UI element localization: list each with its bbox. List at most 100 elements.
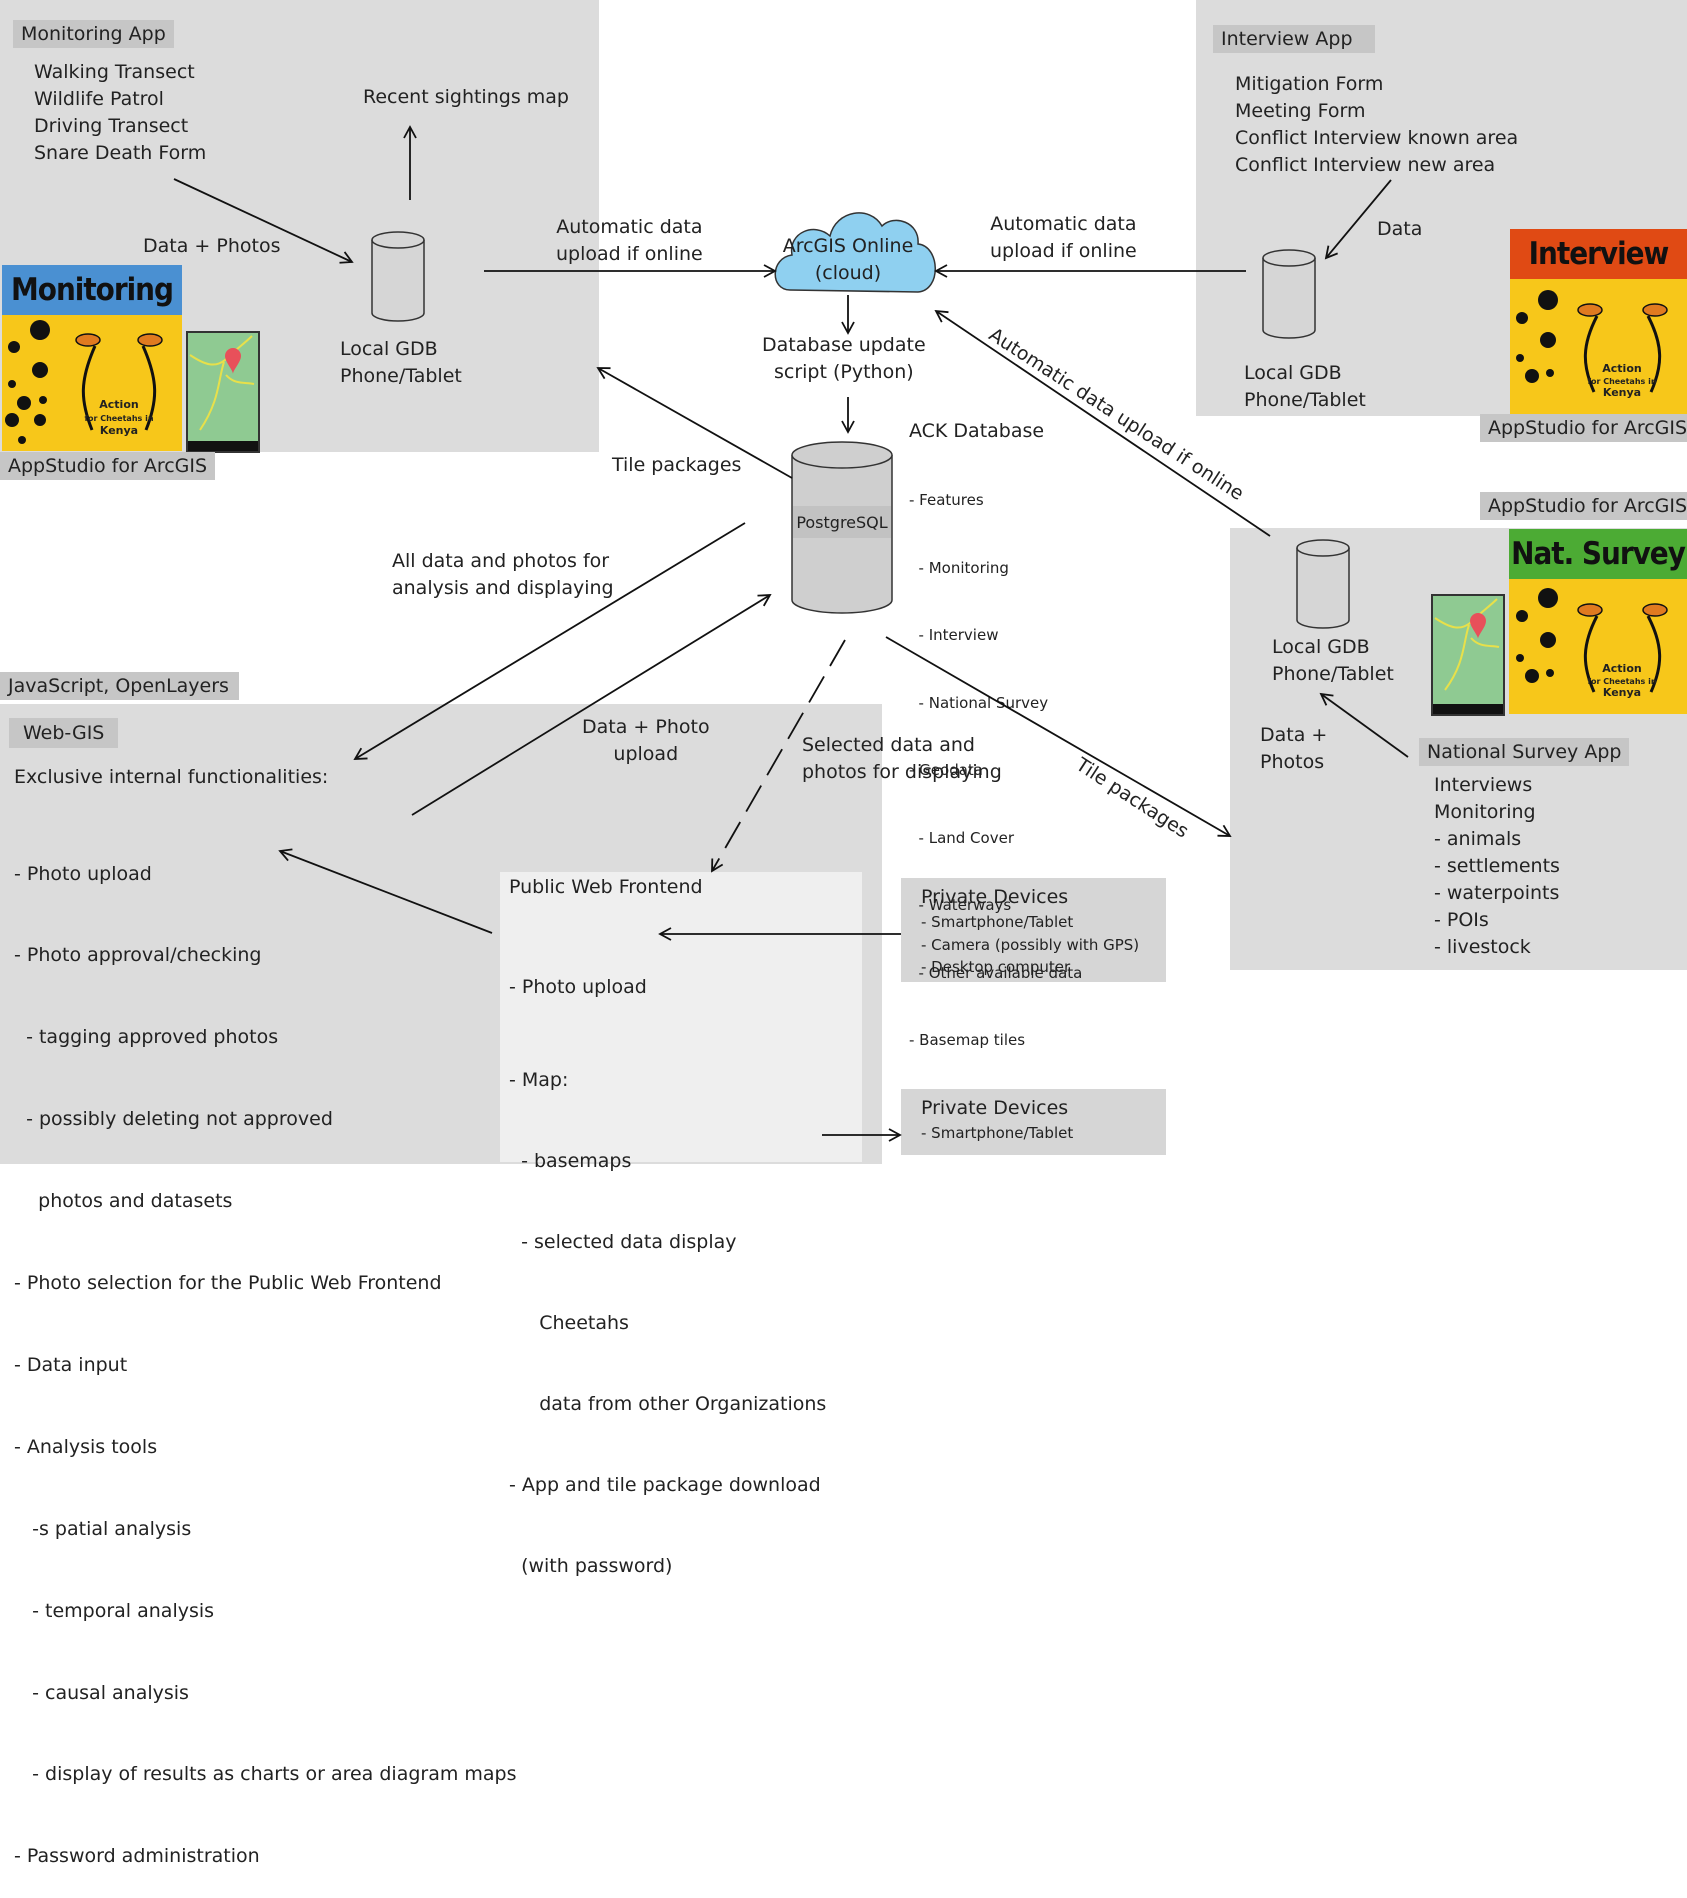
interview-app-tag: Interview App — [1213, 25, 1375, 53]
survey-item: Monitoring — [1434, 801, 1536, 823]
public-web-frontend-box — [500, 872, 862, 1162]
device-item: - Camera (possibly with GPS) — [921, 935, 1140, 954]
feature-item: - causal analysis — [14, 1681, 189, 1704]
monitoring-gdb-label: Local GDB Phone/Tablet — [340, 336, 462, 390]
frontend-title: Public Web Frontend — [509, 876, 703, 898]
logo-band: Monitoring — [2, 265, 182, 315]
survey-item: - settlements — [1434, 855, 1560, 877]
feature-item: -s patial analysis — [14, 1517, 192, 1540]
label-line: upload if online — [556, 243, 703, 265]
device-item: - Smartphone/Tablet — [921, 1124, 1074, 1142]
label-line: All data and photos for — [392, 550, 610, 572]
feature-item: - Password administration — [14, 1845, 260, 1868]
db-item: - Waterways — [909, 896, 1012, 914]
gdb-line: Local GDB — [340, 338, 438, 360]
label-line: Photos — [1260, 751, 1325, 773]
web-gis-tag: Web-GIS — [9, 718, 119, 748]
form-item: Wildlife Patrol — [34, 88, 164, 110]
cheetah-face-icon — [1510, 279, 1687, 416]
survey-item: - livestock — [1434, 936, 1531, 958]
private-devices-box-2 — [901, 1089, 1166, 1155]
map-phone-icon — [1431, 594, 1505, 716]
device-item: - Smartphone/Tablet — [921, 913, 1074, 931]
ack-database-title: ACK Database — [909, 420, 1045, 442]
survey-item: - animals — [1434, 828, 1522, 850]
gdb-line: Phone/Tablet — [1272, 663, 1394, 685]
selected-data-label: Selected data and photos for displaying — [802, 732, 1002, 786]
web-gis-heading: Exclusive internal functionalities: — [14, 766, 329, 788]
postgresql-label: PostgreSQL — [796, 513, 887, 532]
feature-item: - tagging approved photos — [14, 1026, 279, 1049]
feature-item: photos and datasets — [14, 1190, 233, 1213]
feature-item: - display of results as charts or area d… — [14, 1763, 517, 1786]
label-line: Database update — [762, 334, 926, 356]
logo-band: Nat. Survey — [1509, 529, 1687, 579]
survey-item: Interviews — [1434, 774, 1533, 796]
frontend-item: - Photo upload — [509, 976, 647, 998]
form-item: Mitigation Form — [1235, 73, 1384, 95]
frontend-item: - basemaps — [509, 1150, 632, 1172]
tech-stack-tag: JavaScript, OpenLayers — [0, 672, 239, 700]
data-photos-label: Data + Photos — [143, 235, 281, 257]
cheetah-face-icon — [1509, 579, 1687, 714]
tile-packages-right-label: Tile packages — [1071, 753, 1193, 843]
interview-forms-list: Mitigation Form Meeting Form Conflict In… — [1235, 71, 1518, 179]
interview-app-logo: Interview — [1510, 229, 1687, 416]
frontend-item: (with password) — [509, 1555, 673, 1577]
feature-item: - Photo approval/checking — [14, 944, 262, 967]
label-line: Automatic data — [990, 213, 1137, 235]
survey-items-list: Interviews Monitoring - animals - settle… — [1434, 772, 1560, 961]
db-item: - National Survey — [909, 693, 1049, 712]
form-item: Conflict Interview new area — [1235, 154, 1496, 176]
devices-title: Private Devices — [921, 1097, 1069, 1119]
monitoring-appstudio-tag: AppStudio for ArcGIS — [0, 452, 216, 480]
cloud-icon — [774, 212, 936, 293]
label-line: Automatic data — [556, 216, 703, 238]
upload-left-label: Automatic data upload if online — [556, 214, 703, 268]
device-item: - Desktop computer — [921, 958, 1071, 976]
label-line: upload if online — [990, 240, 1137, 262]
db-item: - Monitoring — [909, 558, 1009, 577]
form-item: Conflict Interview known area — [1235, 127, 1519, 149]
label-line: Selected data and — [802, 734, 975, 756]
database-script-label: Database update script (Python) — [762, 332, 926, 386]
monitoring-app-tag: Monitoring App — [13, 20, 174, 48]
monitoring-forms-list: Walking Transect Wildlife Patrol Driving… — [34, 59, 206, 167]
interview-appstudio-tag: AppStudio for ArcGIS — [1480, 414, 1687, 442]
frontend-item: - Map: — [509, 1069, 569, 1091]
label-line: script (Python) — [773, 361, 914, 383]
feature-item: - Photo selection for the Public Web Fro… — [14, 1272, 442, 1295]
private-devices-box-1 — [901, 878, 1166, 982]
label-line: Data + Photo — [582, 716, 710, 738]
logo-band: Interview — [1510, 229, 1687, 279]
data-photo-upload-label: Data + Photo upload — [582, 714, 710, 768]
tile-packages-left-label: Tile packages — [612, 454, 742, 476]
frontend-item: - selected data display — [509, 1231, 737, 1253]
cloud-label: ArcGIS Online — [783, 235, 914, 257]
survey-gdb-label: Local GDB Phone/Tablet — [1272, 634, 1394, 688]
map-phone-icon — [186, 331, 260, 453]
frontend-item: Cheetahs — [509, 1312, 629, 1334]
label-line: Data + — [1260, 724, 1328, 746]
private-devices-2: Private Devices - Smartphone/Tablet — [921, 1095, 1073, 1145]
frontend-item: - App and tile package download — [509, 1474, 821, 1496]
frontend-items: - Photo upload - Map: - basemaps - selec… — [509, 920, 826, 1607]
cloud-label: (cloud) — [815, 262, 881, 284]
private-devices-1: Private Devices - Smartphone/Tablet - Ca… — [921, 884, 1139, 979]
form-item: Driving Transect — [34, 115, 189, 137]
feature-item: - temporal analysis — [14, 1599, 215, 1622]
survey-appstudio-tag: AppStudio for ArcGIS — [1480, 492, 1687, 520]
form-item: Snare Death Form — [34, 142, 207, 164]
form-item: Walking Transect — [34, 61, 195, 83]
survey-item: - POIs — [1434, 909, 1489, 931]
label-line: photos for displaying — [802, 761, 1002, 783]
gdb-line: Phone/Tablet — [340, 365, 462, 387]
survey-app-logo: Nat. Survey — [1509, 529, 1687, 714]
db-item: - Features — [909, 491, 984, 509]
survey-data-photos-label: Data + Photos — [1260, 722, 1327, 776]
gdb-line: Phone/Tablet — [1244, 389, 1366, 411]
feature-item: - Photo upload — [14, 862, 152, 885]
db-item: - Land Cover — [909, 828, 1014, 847]
cheetah-face-icon — [2, 315, 182, 451]
national-survey-app-tag: National Survey App — [1419, 738, 1630, 766]
